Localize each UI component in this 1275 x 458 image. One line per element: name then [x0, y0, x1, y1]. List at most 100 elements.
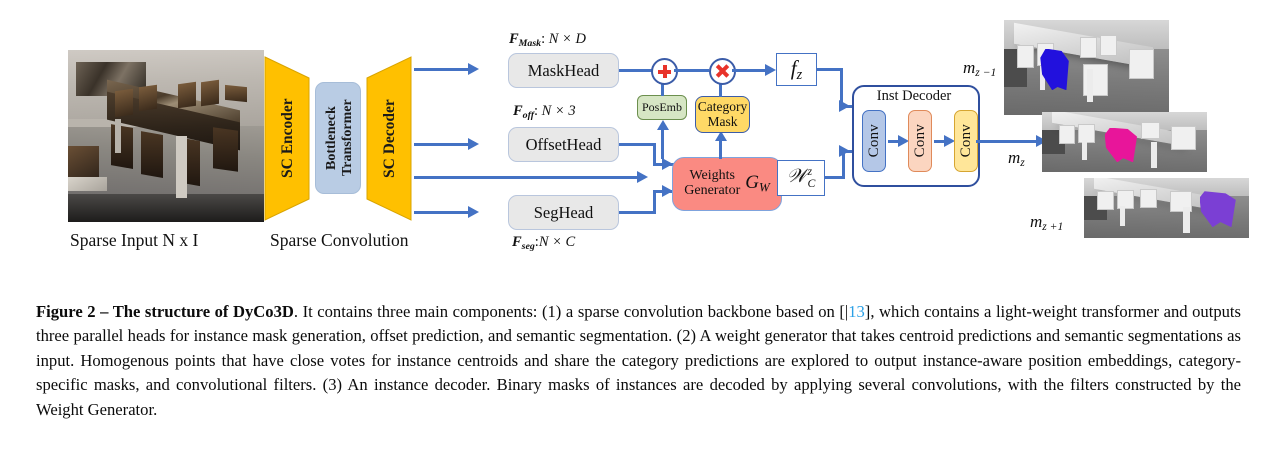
arrowhead-decoder-outputs: [1036, 135, 1047, 147]
feature-subscript-mask: Mask: [518, 37, 542, 49]
conv-block-1[interactable]: Conv: [862, 110, 886, 172]
input-point-cloud-image: [68, 50, 264, 222]
arrow-conv2-conv3: [934, 140, 948, 144]
arrowhead-seghead: [468, 206, 479, 218]
output-mesh-2: [1042, 112, 1207, 172]
output-symbol-3: m: [1030, 212, 1043, 231]
arrowhead-seg-to-wg: [662, 185, 673, 197]
output-symbol-1: m: [963, 58, 976, 77]
arrow-add-multiply: [674, 68, 709, 72]
feature-dims-mask: N × D: [548, 31, 586, 47]
arrow-decoder-weights-generator: [414, 176, 639, 180]
filters-symbol: 𝒲: [786, 166, 807, 188]
arrow-decoder-maskhead: [414, 68, 470, 72]
seghead-box[interactable]: SegHead: [508, 195, 619, 230]
arrow-seghead-elbow-h: [619, 211, 656, 215]
weights-generator-symbol-subscript: W: [758, 180, 770, 196]
bottleneck-transformer-box: [315, 82, 361, 194]
input-label: Sparse Input N x I: [70, 230, 199, 250]
output-subscript-2: z: [1020, 156, 1025, 170]
sc-decoder-label: SC Decoder: [381, 99, 398, 178]
arrow-decoder-offsethead: [414, 143, 470, 147]
feature-symbol-offset: F: [513, 103, 523, 119]
bottleneck-transformer-label: Bottleneck Transformer: [324, 88, 356, 188]
offsethead-box[interactable]: OffsetHead: [508, 127, 619, 162]
caption-title: The structure of DyCo3D: [112, 302, 294, 321]
arrow-decoder-outputs: [976, 140, 1042, 144]
arrow-fz-decoder-h: [817, 68, 843, 72]
backbone-label: Sparse Convolution: [270, 230, 409, 250]
category-mask-box[interactable]: Category Mask: [695, 96, 750, 133]
arrowhead-multiply-fz: [765, 63, 776, 76]
arrow-wg-category-mask: [719, 140, 723, 159]
arrowhead-filters-decoder: [839, 145, 850, 157]
caption-body-part2: ], which contains a light-weight transfo…: [36, 302, 1241, 419]
category-mask-line1: Category: [697, 99, 748, 115]
feature-label-mask: FMask: N × D: [509, 31, 586, 49]
arrowhead-offsethead: [468, 138, 479, 150]
output-label-1: mz −1: [963, 58, 996, 79]
arrowhead-conv1-conv2: [898, 135, 909, 147]
sc-encoder-trapezoid: [264, 56, 310, 221]
fz-symbol-subscript: z: [796, 66, 803, 83]
weights-generator-line1: Weights: [689, 168, 736, 184]
caption-body-part1: . It contains three main components: (1)…: [293, 302, 849, 321]
sc-decoder-trapezoid: [366, 56, 412, 221]
arrow-offsethead-elbow-h: [619, 143, 656, 147]
feature-label-offset: Foff: N × 3: [513, 103, 576, 121]
output-subscript-1: z −1: [975, 66, 997, 80]
arrow-offsethead-elbow-v: [652, 143, 656, 166]
arrow-category-mask-multiply: [719, 82, 723, 97]
figure-diagram: Sparse Input N x I SC Encoder Bottleneck…: [68, 20, 1249, 252]
sc-encoder-label: SC Encoder: [279, 98, 296, 179]
conv-block-3-label: Conv: [957, 124, 974, 158]
arrow-conv1-conv2: [888, 140, 902, 144]
conv-block-2[interactable]: Conv: [908, 110, 932, 172]
output-label-3: mz +1: [1030, 212, 1063, 233]
filters-symbol-superscript: z: [807, 165, 813, 179]
weights-generator-line2: Generator: [684, 183, 741, 198]
output-subscript-3: z +1: [1042, 220, 1064, 234]
plus-operator: [651, 58, 678, 85]
output-label-2: mz: [1008, 148, 1025, 169]
inst-decoder-title: Inst Decoder: [876, 88, 952, 104]
arrowhead-conv2-conv3: [944, 135, 955, 147]
conv-block-3[interactable]: Conv: [954, 110, 978, 172]
arrowhead-wg-posemb: [657, 120, 669, 130]
arrow-multiply-fz: [732, 68, 768, 72]
conv-block-2-label: Conv: [911, 124, 928, 158]
arrowhead-offset-to-wg: [662, 157, 673, 170]
arrowhead-maskhead: [468, 63, 479, 75]
feature-subscript-offset: off: [522, 109, 534, 121]
caption-figure-number: Figure 2 –: [36, 302, 113, 321]
feature-symbol-seg: F: [512, 234, 522, 250]
bottleneck-line2: Transformer: [340, 99, 356, 177]
weights-generator-symbol: G: [745, 172, 759, 194]
arrow-decoder-seghead: [414, 211, 470, 215]
arrowhead-wg-category-mask: [715, 131, 727, 141]
maskhead-box[interactable]: MaskHead: [508, 53, 619, 88]
arrowhead-fz-decoder: [839, 100, 850, 112]
arrow-maskhead-add: [619, 68, 654, 72]
feature-dims-seg: N × C: [538, 234, 576, 250]
arrow-seghead-elbow-v: [652, 190, 656, 214]
arrow-fz-decoder-v: [839, 68, 843, 108]
arrow-filters-decoder-v: [841, 150, 845, 179]
conv-block-1-label: Conv: [865, 124, 882, 158]
arrowhead-weights-generator-direct: [637, 171, 648, 183]
arrow-filters-decoder-h: [825, 176, 845, 180]
feature-label-seg: Fseg:N × C: [512, 234, 576, 252]
filters-symbol-subscript: C: [807, 177, 816, 190]
feature-symbol-mask: F: [509, 31, 519, 47]
weights-generator-box[interactable]: Weights Generator GW: [672, 157, 782, 211]
posemb-box[interactable]: PosEmb: [637, 95, 687, 120]
arrow-wg-posemb: [661, 129, 665, 159]
feature-dims-offset: N × 3: [541, 103, 576, 119]
output-mesh-3: [1084, 178, 1249, 238]
category-mask-line2: Mask: [707, 113, 738, 129]
output-symbol-2: m: [1008, 148, 1021, 167]
fz-symbol: f: [790, 55, 797, 80]
fz-box[interactable]: fz: [776, 53, 817, 86]
arrow-posemb-add: [661, 82, 665, 96]
